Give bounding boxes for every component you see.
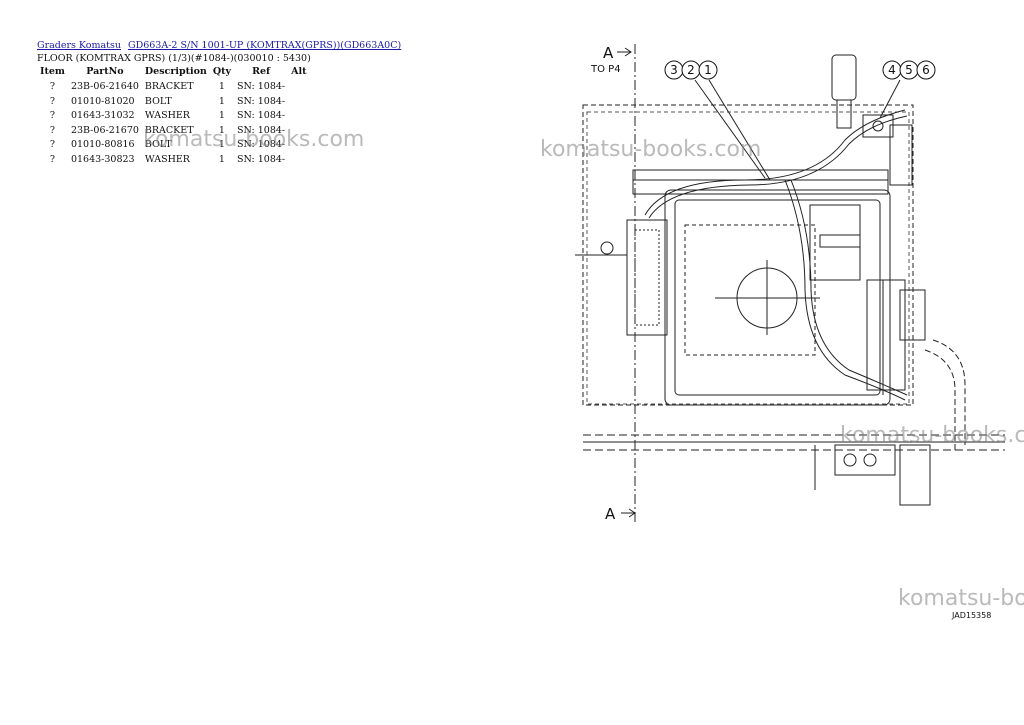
cell-partno: 01010-81020 bbox=[70, 95, 135, 107]
cell-alt bbox=[288, 153, 309, 168]
cell-partno: 23B-06-21640 bbox=[70, 81, 139, 92]
cell-qty: 1 bbox=[218, 110, 225, 121]
table-row: ? 23B-06-21640 BRACKET 1 SN: 1084- bbox=[37, 80, 310, 95]
callout-6: 6 bbox=[922, 63, 930, 77]
cell-item: ? bbox=[49, 139, 56, 150]
callout-4: 4 bbox=[888, 63, 896, 77]
figure-code: JAD15358 bbox=[952, 611, 992, 620]
cell-qty: 1 bbox=[218, 95, 225, 107]
cell-ref: SN: 1084- bbox=[237, 110, 286, 121]
cell-item: ? bbox=[49, 81, 56, 92]
cell-alt bbox=[288, 95, 309, 110]
cell-item: ? bbox=[49, 95, 56, 107]
cell-description: BOLT bbox=[144, 95, 172, 107]
cell-ref: SN: 1084- bbox=[237, 95, 286, 107]
cell-description: WASHER bbox=[144, 153, 190, 165]
header-description: Description bbox=[144, 66, 207, 77]
cell-partno: 23B-06-21670 bbox=[70, 124, 139, 136]
cell-description: BRACKET bbox=[144, 81, 194, 92]
cell-description: WASHER bbox=[144, 110, 190, 121]
watermark: komatsu-books.c bbox=[840, 423, 1024, 448]
cell-qty: 1 bbox=[218, 124, 225, 136]
cell-ref: SN: 1084- bbox=[237, 124, 286, 136]
cell-partno: 01643-30823 bbox=[70, 153, 135, 165]
header-ref: Ref bbox=[252, 66, 271, 77]
callouts-left: 3 2 1 bbox=[664, 60, 718, 80]
callouts-right: 4 5 6 bbox=[882, 60, 936, 80]
cell-alt bbox=[288, 80, 309, 95]
cell-qty: 1 bbox=[218, 81, 225, 92]
cell-alt bbox=[288, 109, 309, 124]
cell-qty: 1 bbox=[218, 153, 225, 165]
table-row: ? 01010-80816 BOLT 1 SN: 1084- bbox=[37, 138, 310, 153]
cell-description: BOLT bbox=[144, 139, 172, 150]
table-row: ? 23B-06-21670 BRACKET 1 SN: 1084- bbox=[37, 124, 310, 139]
header-qty: Qty bbox=[212, 66, 232, 77]
cell-description: BRACKET bbox=[144, 124, 194, 136]
callout-2: 2 bbox=[687, 63, 695, 77]
header-item: Item bbox=[40, 66, 65, 77]
cell-ref: SN: 1084- bbox=[237, 81, 286, 92]
table-row: ? 01643-31032 WASHER 1 SN: 1084- bbox=[37, 109, 310, 124]
parts-diagram: A TO P4 A bbox=[575, 44, 1005, 525]
table-header-row: Item PartNo Description Qty Ref Alt bbox=[37, 66, 310, 80]
header-alt: Alt bbox=[291, 66, 307, 77]
callout-3: 3 bbox=[670, 63, 678, 77]
table-row: ? 01010-81020 BOLT 1 SN: 1084- bbox=[37, 95, 310, 110]
parts-table: Item PartNo Description Qty Ref Alt ? 23… bbox=[37, 66, 310, 167]
cell-partno: 01643-31032 bbox=[70, 110, 135, 121]
callout-5: 5 bbox=[905, 63, 913, 77]
breadcrumb: Graders Komatsu GD663A-2 S/N 1001-UP (KO… bbox=[37, 40, 405, 51]
section-a-top-label: A bbox=[603, 44, 614, 62]
cell-item: ? bbox=[49, 153, 56, 165]
watermark: komatsu-bo bbox=[898, 586, 1024, 611]
callout-1: 1 bbox=[704, 63, 712, 77]
cell-qty: 1 bbox=[218, 139, 225, 150]
cell-ref: SN: 1084- bbox=[237, 139, 286, 150]
section-a-top-note: TO P4 bbox=[590, 64, 621, 75]
watermark: komatsu-books.com bbox=[143, 127, 365, 152]
cell-partno: 01010-80816 bbox=[70, 139, 135, 150]
cell-item: ? bbox=[49, 124, 56, 136]
table-row: ? 01643-30823 WASHER 1 SN: 1084- bbox=[37, 153, 310, 168]
cell-item: ? bbox=[49, 110, 56, 121]
header-partno: PartNo bbox=[86, 66, 124, 77]
breadcrumb-graders-link[interactable]: Graders Komatsu bbox=[37, 40, 121, 51]
page-title: FLOOR (KOMTRAX GPRS) (1/3)(#1084-)(03001… bbox=[37, 53, 311, 64]
section-a-bottom-label: A bbox=[605, 505, 616, 523]
watermark: komatsu-books.com bbox=[540, 137, 762, 162]
cell-ref: SN: 1084- bbox=[237, 153, 286, 165]
breadcrumb-model-link[interactable]: GD663A-2 S/N 1001-UP (KOMTRAX(GPRS))(GD6… bbox=[128, 40, 402, 51]
